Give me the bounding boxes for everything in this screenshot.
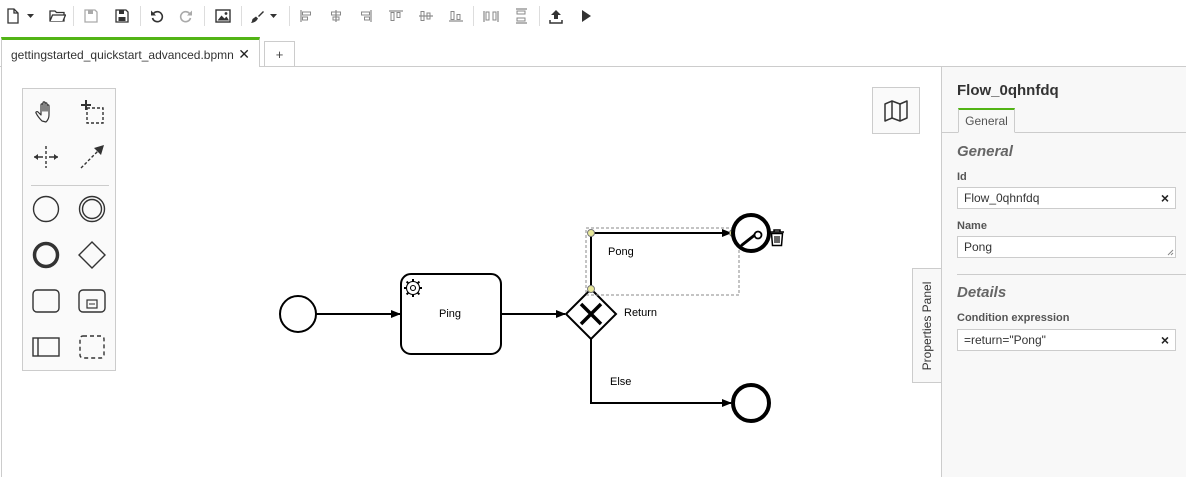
id-label: Id <box>957 171 967 183</box>
waypoint-handle[interactable] <box>587 285 595 293</box>
clear-id-icon[interactable]: × <box>1160 190 1169 206</box>
flow-label-pong: Pong <box>608 246 634 258</box>
task-icon[interactable] <box>31 286 61 316</box>
pool-icon[interactable] <box>31 332 61 362</box>
tab-general[interactable]: General <box>958 108 1015 133</box>
distribute-vertical-icon[interactable] <box>512 5 530 27</box>
align-right-icon[interactable] <box>358 5 374 27</box>
global-connect-tool-icon[interactable] <box>77 142 107 172</box>
sequence-flow-else[interactable] <box>590 339 732 407</box>
toolbar-separator <box>473 6 474 26</box>
toolbar-separator <box>241 6 242 26</box>
toolbar-separator <box>289 6 290 26</box>
condition-expression-input[interactable]: =return="Pong" × <box>957 329 1176 351</box>
align-left-icon[interactable] <box>298 5 314 27</box>
service-task-gear-icon <box>404 279 422 297</box>
file-tab-bar: gettingstarted_quickstart_advanced.bpmn … <box>0 36 1186 68</box>
open-folder-icon[interactable] <box>47 5 67 27</box>
selection-outline <box>585 227 740 296</box>
add-tab-button[interactable]: + <box>264 41 295 68</box>
toolbar-separator <box>140 6 141 26</box>
redo-icon[interactable] <box>177 5 195 27</box>
waypoint-handle[interactable] <box>587 229 595 237</box>
end-event-icon[interactable] <box>31 240 61 270</box>
file-tab-active[interactable]: gettingstarted_quickstart_advanced.bpmn … <box>1 37 260 68</box>
id-input-value: Flow_0qhnfdq <box>964 191 1040 205</box>
export-image-icon[interactable] <box>213 5 233 27</box>
color-brush-icon[interactable] <box>249 5 265 27</box>
tool-palette <box>22 88 116 371</box>
resize-handle-icon[interactable] <box>1167 249 1174 256</box>
save-as-icon[interactable] <box>113 5 131 27</box>
properties-title: Flow_0qhnfdq <box>957 82 1059 99</box>
space-tool-icon[interactable] <box>31 142 61 172</box>
align-middle-icon[interactable] <box>417 5 435 27</box>
save-icon[interactable] <box>82 5 100 27</box>
group-icon[interactable] <box>77 332 107 362</box>
group-details-heading: Details <box>957 284 1007 301</box>
run-icon[interactable] <box>577 5 595 27</box>
toolbar <box>0 0 1186 32</box>
properties-panel: Flow_0qhnfdq General General Id Flow_0qh… <box>941 67 1186 477</box>
gateway-icon[interactable] <box>77 240 107 270</box>
properties-panel-toggle[interactable]: Properties Panel <box>912 268 941 383</box>
group-general-heading: General <box>957 143 1013 160</box>
undo-icon[interactable] <box>148 5 166 27</box>
properties-tab-divider <box>942 132 1186 133</box>
end-event-else[interactable] <box>731 383 771 423</box>
minimap-toggle-button[interactable] <box>872 87 920 134</box>
subprocess-icon[interactable] <box>77 286 107 316</box>
align-center-icon[interactable] <box>328 5 344 27</box>
hand-tool-icon[interactable] <box>31 97 61 127</box>
condition-expression-label: Condition expression <box>957 312 1070 324</box>
id-input[interactable]: Flow_0qhnfdq × <box>957 187 1176 209</box>
intermediate-event-icon[interactable] <box>77 194 107 224</box>
dropdown-caret-icon[interactable] <box>268 5 280 27</box>
dropdown-caret-icon[interactable] <box>26 5 36 27</box>
condition-expression-value: =return="Pong" <box>964 333 1046 347</box>
gateway-label: Return <box>624 307 658 319</box>
clear-condition-icon[interactable]: × <box>1160 332 1169 348</box>
lasso-tool-icon[interactable] <box>77 97 107 127</box>
align-bottom-icon[interactable] <box>447 5 465 27</box>
start-event[interactable] <box>279 295 317 333</box>
modeler-canvas[interactable] <box>1 67 941 477</box>
properties-panel-toggle-label: Properties Panel <box>920 281 934 370</box>
palette-separator <box>31 185 109 186</box>
new-file-icon[interactable] <box>4 5 22 27</box>
start-event-icon[interactable] <box>31 194 61 224</box>
deploy-icon[interactable] <box>547 5 565 27</box>
toolbar-separator <box>539 6 540 26</box>
distribute-horizontal-icon[interactable] <box>482 5 500 27</box>
task-label: Ping <box>439 308 462 320</box>
align-top-icon[interactable] <box>387 5 405 27</box>
map-icon <box>884 99 908 122</box>
name-textarea-value: Pong <box>964 240 993 254</box>
close-tab-icon[interactable]: ✕ <box>238 46 250 62</box>
group-divider <box>957 274 1186 275</box>
toolbar-separator <box>73 6 74 26</box>
end-event-pong[interactable] <box>731 213 771 253</box>
toolbar-separator <box>204 6 205 26</box>
gateway-x-marker <box>579 302 603 326</box>
flow-label-else: Else <box>610 376 632 388</box>
file-tab-label: gettingstarted_quickstart_advanced.bpmn <box>11 48 234 62</box>
name-textarea[interactable]: Pong <box>957 236 1176 258</box>
wrench-icon[interactable] <box>740 230 763 247</box>
delete-trash-icon[interactable] <box>770 229 784 247</box>
name-label: Name <box>957 220 987 232</box>
